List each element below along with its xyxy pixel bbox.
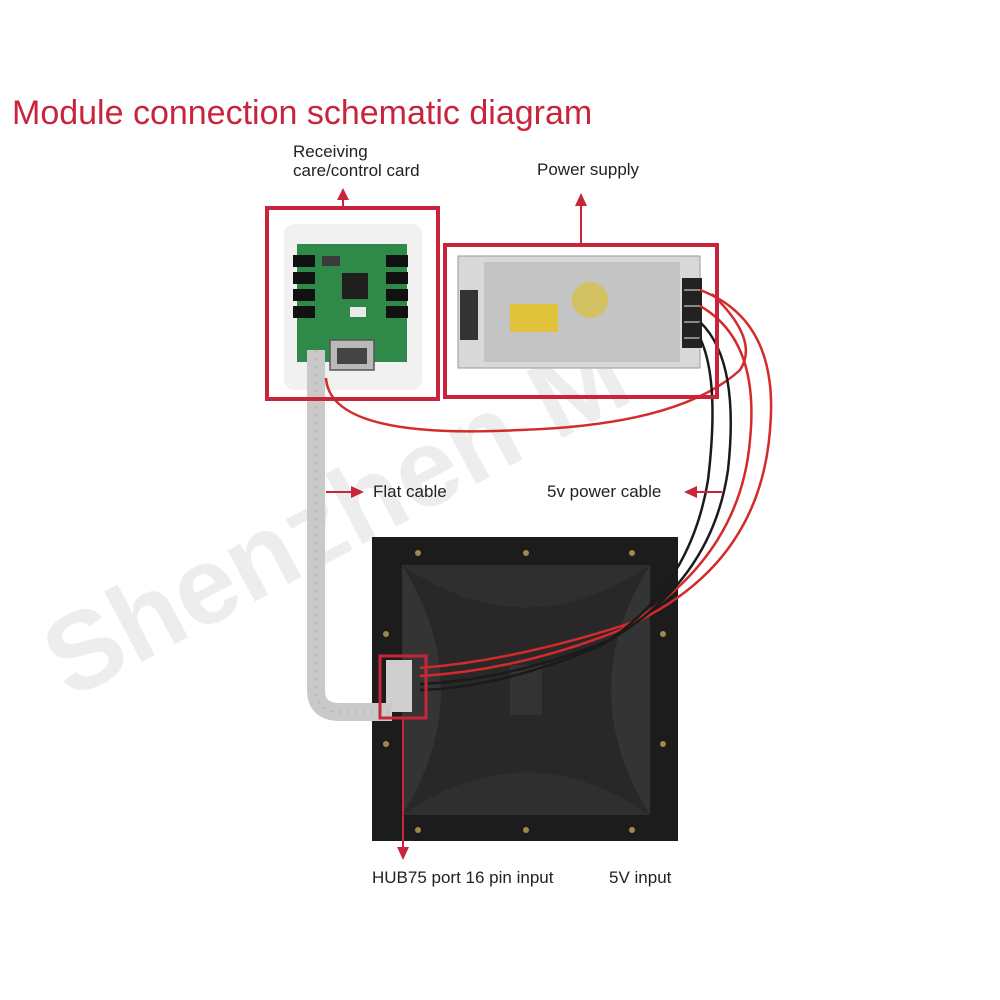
power-supply-image (457, 255, 702, 369)
module-power-wire-black (419, 321, 733, 686)
hub75-label: HUB75 port 16 pin input (372, 868, 554, 887)
led-module-image (372, 537, 678, 841)
power-supply-label: Power supply (537, 160, 640, 179)
receiving-card-label-line1: Receiving (293, 142, 368, 161)
receiving-card-image (284, 224, 422, 390)
five-v-input-label: 5V input (609, 868, 672, 887)
receiving-card-highlight (265, 206, 440, 401)
module-power-wire-red (419, 288, 773, 670)
module-power-wire-black-2 (419, 337, 714, 692)
power-cable-label: 5v power cable (547, 482, 662, 501)
module-power-wire-red-2 (419, 304, 753, 678)
receiving-card-label: Receiving care/control card (293, 142, 420, 180)
flat-cable-label: Flat cable (373, 482, 447, 501)
receiving-card-label-line2: care/control card (293, 161, 420, 180)
card-power-wire-red (324, 293, 748, 433)
page-title: Module connection schematic diagram (12, 94, 593, 132)
